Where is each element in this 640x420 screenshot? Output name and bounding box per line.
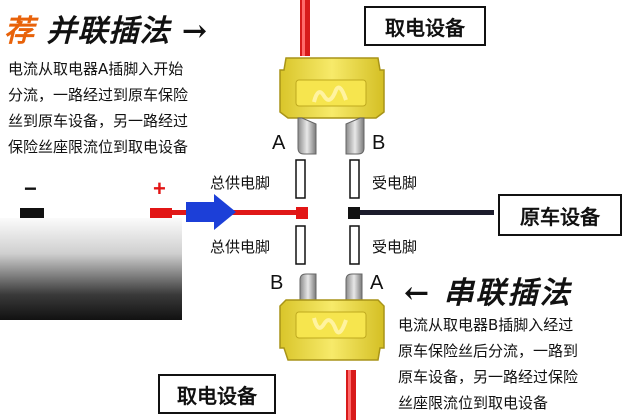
top-red-wire <box>300 0 310 56</box>
positive-sign: + <box>153 176 166 201</box>
desc-line: 电流从取电器A插脚入开始 <box>8 60 184 78</box>
red-supply-wire <box>172 210 302 215</box>
desc-line: 分流，一路经过到原车保险 <box>8 86 189 104</box>
current-flow-arrow <box>186 194 236 230</box>
bottom-red-wire <box>346 370 356 420</box>
desc-line: 原车设备，另一路经过保险 <box>398 368 579 386</box>
series-title-text: 串联插法 <box>443 276 572 311</box>
left-arrow-icon: ← <box>404 276 432 311</box>
dark-wire <box>360 210 494 215</box>
left-bottom-pin-label: 总供电脚 <box>210 238 271 256</box>
desc-line: 保险丝座限流位到取电设备 <box>8 138 189 156</box>
right-bottom-pin-label: 受电脚 <box>372 238 418 256</box>
negative-sign: − <box>24 176 37 201</box>
top-fuse-icon <box>279 57 385 155</box>
desc-line: 丝到原车设备，另一路经过 <box>8 112 189 130</box>
desc-line: 丝座限流位到取电设备 <box>398 394 549 412</box>
right-top-pin-label: 受电脚 <box>372 174 418 192</box>
left-top-pin-label: 总供电脚 <box>210 174 271 192</box>
fuse-holder-slots <box>295 159 360 265</box>
bottom-device-box: 取电设备 <box>158 374 276 414</box>
desc-line: 原车保险丝后分流，一路到 <box>398 342 579 360</box>
bottom-fuse-icon <box>279 273 385 361</box>
right-arrow-icon: → <box>181 14 209 49</box>
top-device-box: 取电设备 <box>364 6 486 46</box>
parallel-description: 电流从取电器A插脚入开始 分流，一路经过到原车保险 丝到原车设备，另一路经过 保… <box>8 56 188 160</box>
bottom-pin-a-letter: A <box>370 272 384 294</box>
bottom-pin-b-letter: B <box>270 272 284 294</box>
original-device-box: 原车设备 <box>498 194 622 236</box>
series-description: 电流从取电器B插脚入经过 原车保险丝后分流，一路到 原车设备，另一路经过保险 丝… <box>398 312 578 416</box>
battery-icon <box>0 208 182 320</box>
top-pin-b-letter: B <box>372 132 386 154</box>
black-terminal <box>348 207 360 219</box>
red-terminal <box>296 207 308 219</box>
parallel-method-title: 荐 并联插法 → <box>4 6 208 50</box>
recommend-badge: 荐 <box>4 14 35 49</box>
top-pin-a-letter: A <box>272 132 286 154</box>
parallel-title-text: 并联插法 <box>46 14 171 49</box>
series-method-title: ← 串联插法 <box>404 268 572 312</box>
desc-line: 电流从取电器B插脚入经过 <box>398 316 574 334</box>
